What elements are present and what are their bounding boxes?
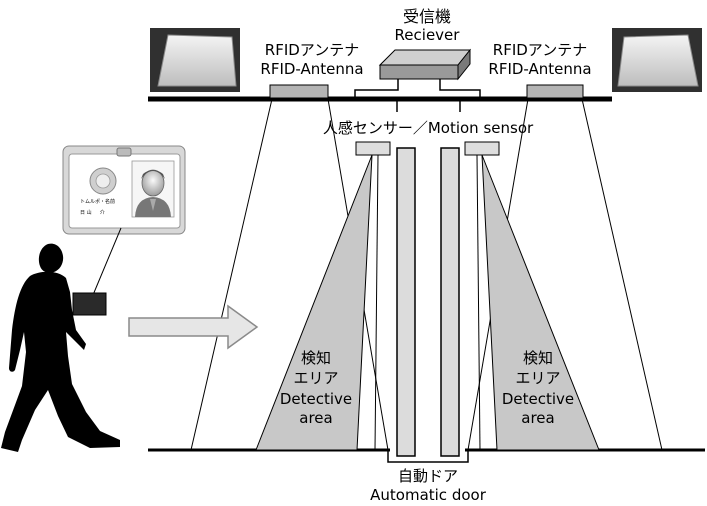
door-label-en: Automatic door (370, 486, 487, 504)
rfid-tag-photo-left (150, 28, 240, 92)
sensor-beam-right (476, 154, 481, 451)
rfid-antenna-right (526, 84, 584, 99)
detect-left-en2: area (299, 409, 332, 427)
detect-right-ja: 検知 (523, 349, 553, 367)
rfid-tag-photo-right (612, 28, 702, 92)
door-panel-right (440, 147, 460, 457)
person-silhouette (1, 243, 120, 452)
detection-area-right (481, 154, 600, 451)
antenna-range-left-outer (190, 98, 273, 451)
sensor-beam-left (374, 154, 379, 451)
direction-arrow (128, 304, 259, 350)
receiver-label-ja: 受信機 (403, 7, 451, 26)
carried-tag (72, 292, 107, 316)
detect-left-ja: 検知 (301, 349, 331, 367)
rfid-antenna-left (269, 84, 329, 99)
detect-right-en1: Detective (502, 390, 574, 408)
antenna-range-right-outer (581, 98, 663, 451)
door-bracket (387, 450, 469, 463)
receiver-box (378, 48, 472, 81)
door-label-ja: 自動ドア (398, 467, 458, 485)
badge-name-text: トムルポ・名前 (80, 198, 115, 205)
detect-left-en1: Detective (280, 390, 352, 408)
id-badge: トムルポ・名前 日 山 介 (62, 145, 186, 235)
badge-photo (131, 160, 175, 218)
detect-right-ja2: エリア (515, 369, 560, 387)
antenna-left-label-en: RFID-Antenna (260, 60, 363, 78)
receiver-cable-right (439, 79, 481, 99)
receiver-label-en: Reciever (395, 26, 461, 44)
door-panel-left (396, 147, 416, 457)
detection-area-left (255, 154, 373, 451)
receiver-cable-left (354, 79, 399, 99)
antenna-right-label-en: RFID-Antenna (488, 60, 591, 78)
motion-sensor-label: 人感センサー／Motion sensor (323, 119, 534, 137)
badge-small-text: 日 山 介 (80, 209, 105, 216)
motion-sensor-left (355, 141, 391, 156)
antenna-left-label-ja: RFIDアンテナ (265, 41, 359, 59)
detect-right-en2: area (521, 409, 554, 427)
detect-left-ja2: エリア (293, 369, 338, 387)
badge-leader-line (92, 227, 122, 296)
motion-sensor-right (464, 141, 500, 156)
antenna-right-label-ja: RFIDアンテナ (493, 41, 587, 59)
